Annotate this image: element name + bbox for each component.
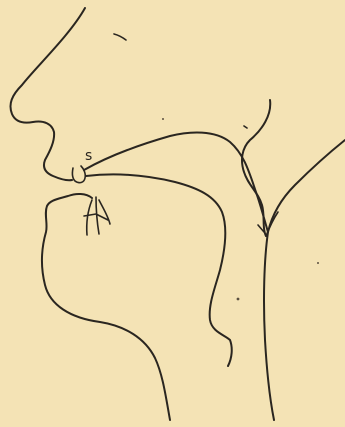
tongue-surface (86, 174, 232, 366)
sound-label: s (85, 148, 92, 164)
face-profile-outline (10, 8, 85, 180)
chin-outline (42, 194, 170, 420)
speck-mark (244, 126, 247, 128)
speck-dot (237, 298, 240, 301)
speck-dot (162, 118, 164, 120)
neck-front-outline (264, 140, 345, 420)
speck-dot (317, 262, 319, 264)
epiglottis (258, 212, 278, 236)
lower-incisor (84, 197, 110, 235)
upper-incisor (72, 166, 85, 183)
eye-mark (114, 34, 126, 40)
soft-palate (242, 100, 270, 236)
